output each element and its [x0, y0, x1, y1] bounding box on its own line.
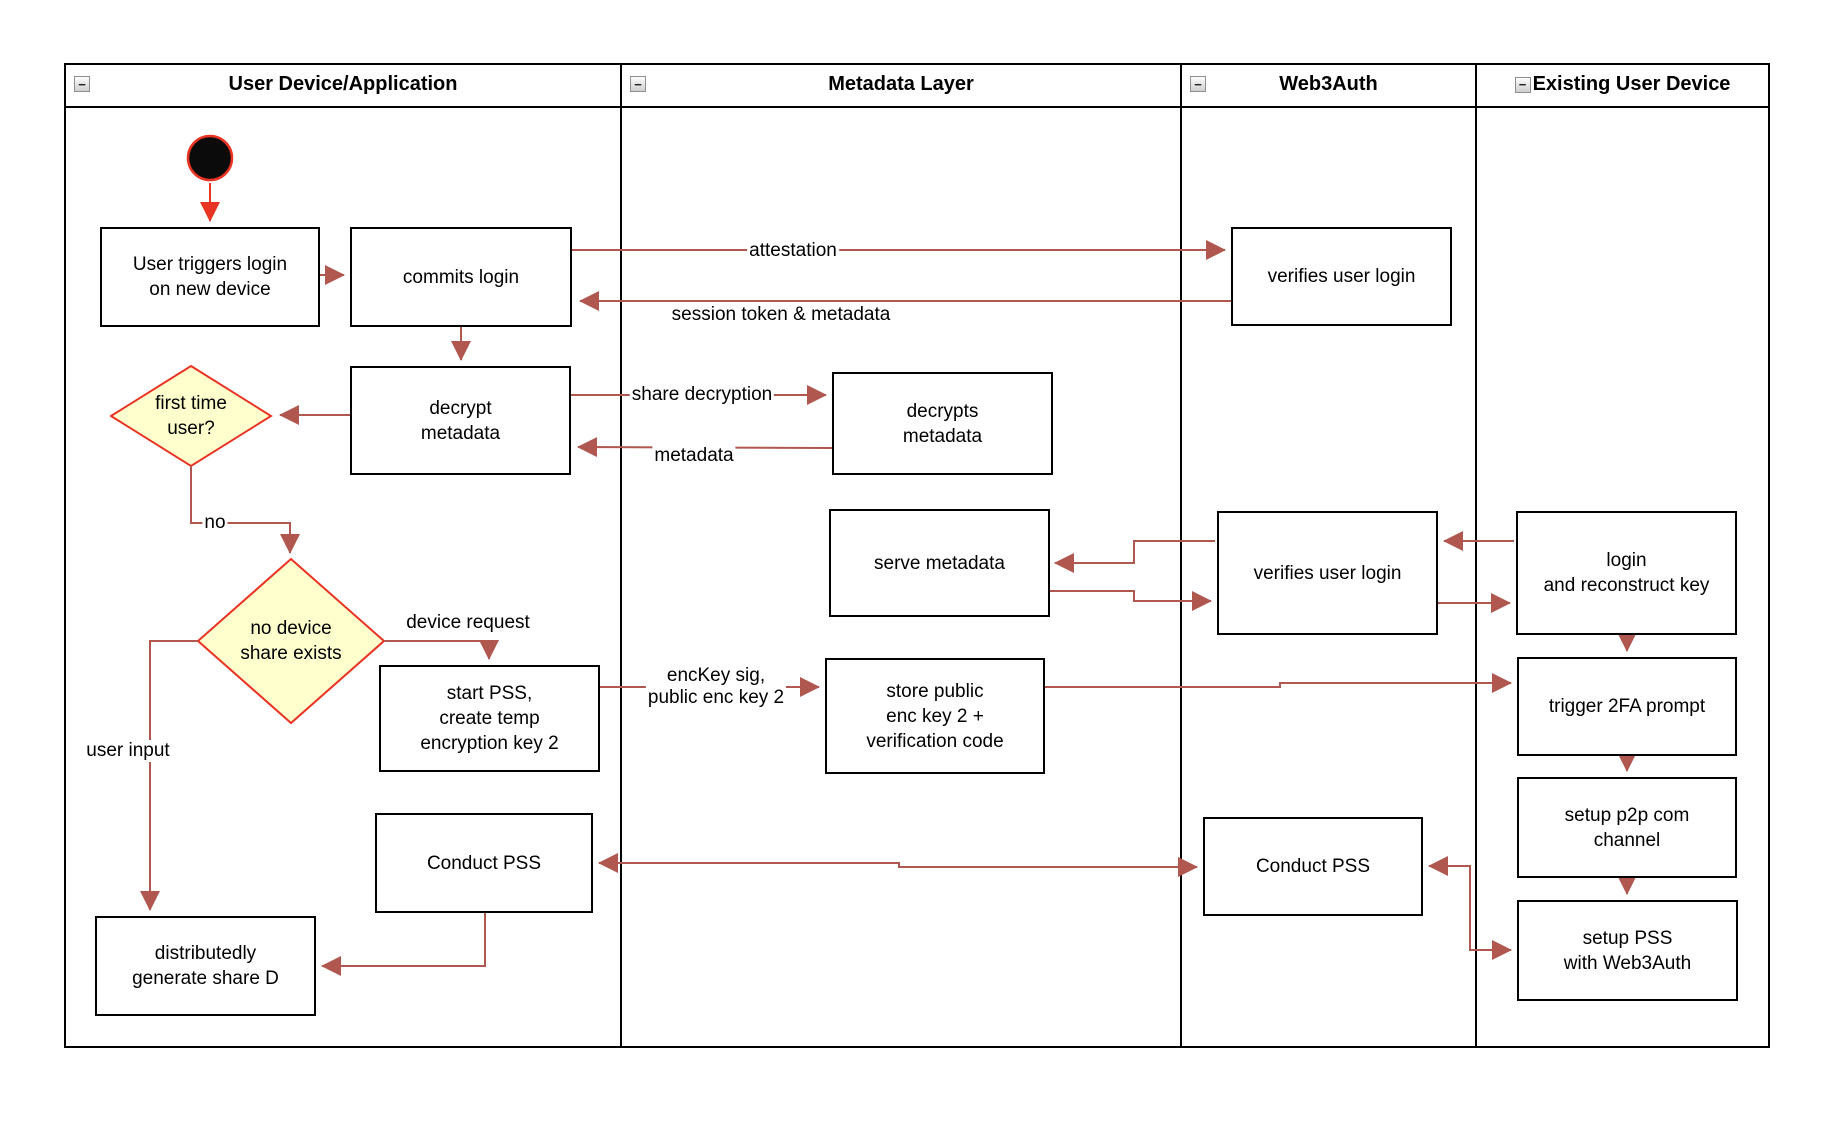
swimlane-frame: [64, 63, 1770, 1048]
start-node: [186, 134, 234, 182]
node-commits-login: commits login: [350, 227, 572, 327]
collapse-lane-button[interactable]: −: [1190, 76, 1206, 92]
node-user-triggers-login: User triggers login on new device: [100, 227, 320, 327]
edge-label-user-input: user input: [84, 740, 172, 762]
edge-label-device-request: device request: [406, 612, 530, 633]
node-p2p-channel: setup p2p com channel: [1517, 777, 1737, 878]
edge-store-to-trigger-2fa: [1045, 673, 1512, 693]
lane-divider-2: [1180, 63, 1182, 1048]
lane-title: User Device/Application: [228, 73, 458, 95]
node-login-reconstruct-key: login and reconstruct key: [1516, 511, 1737, 635]
lane-header-user-device: − User Device/Application: [66, 63, 620, 106]
lane-header-row: [64, 63, 1770, 108]
collapse-lane-button[interactable]: −: [1514, 76, 1531, 93]
lane-divider-3: [1475, 63, 1477, 1048]
collapse-lane-button[interactable]: −: [630, 76, 646, 92]
node-conduct-pss-web3auth: Conduct PSS: [1203, 817, 1423, 916]
edge-conduct-to-share-d: [321, 913, 486, 976]
edge-user-input: [140, 640, 198, 911]
lane-header-web3auth: − Web3Auth: [1182, 63, 1475, 106]
node-serve-metadata: serve metadata: [829, 509, 1050, 617]
node-conduct-pss-user: Conduct PSS: [375, 813, 593, 913]
node-verifies-login-mid: verifies user login: [1217, 511, 1438, 635]
edge-no-branch: [190, 466, 300, 554]
decision-no-device-share: [196, 557, 386, 725]
lane-title: Metadata Layer: [828, 73, 974, 95]
node-setup-pss: setup PSS with Web3Auth: [1517, 900, 1738, 1001]
lane-header-existing-device: − Existing User Device: [1477, 63, 1768, 106]
edge-label-enckey-sig: encKey sig, public enc key 2: [645, 665, 787, 709]
node-decrypts-metadata: decrypts metadata: [832, 372, 1053, 475]
lane-divider-1: [620, 63, 622, 1048]
node-verifies-login-top: verifies user login: [1231, 227, 1452, 326]
edge-label-metadata: metadata: [652, 445, 736, 467]
lane-title: Existing User Device: [1532, 73, 1731, 95]
edge-verifies-to-serve: [1054, 540, 1215, 573]
node-store-public-key: store public enc key 2 + verification co…: [825, 658, 1045, 774]
node-trigger-2fa: trigger 2FA prompt: [1517, 657, 1737, 756]
node-start-pss: start PSS, create temp encryption key 2: [379, 665, 600, 772]
edge-label-session-token: session token & metadata: [671, 304, 891, 325]
edge-device-request: [384, 640, 499, 660]
lane-header-metadata-layer: − Metadata Layer: [622, 63, 1180, 106]
edge-setup-pss-conduct-link: [1428, 856, 1512, 960]
decision-label-first-time-user: first time user?: [155, 393, 227, 439]
edge-label-share-decryption: share decryption: [629, 384, 775, 406]
lane-title: Web3Auth: [1279, 73, 1378, 95]
node-decrypt-metadata: decrypt metadata: [350, 366, 571, 475]
decision-label-no-device-share: no device share exists: [240, 618, 342, 664]
collapse-lane-button[interactable]: −: [74, 76, 90, 92]
edge-conduct-pss-link: [598, 853, 1198, 877]
node-generate-share-d: distributedly generate share D: [95, 916, 316, 1016]
edge-label-attestation: attestation: [747, 240, 839, 262]
edge-label-no: no: [202, 512, 228, 534]
edge-serve-to-verifies: [1050, 590, 1212, 611]
